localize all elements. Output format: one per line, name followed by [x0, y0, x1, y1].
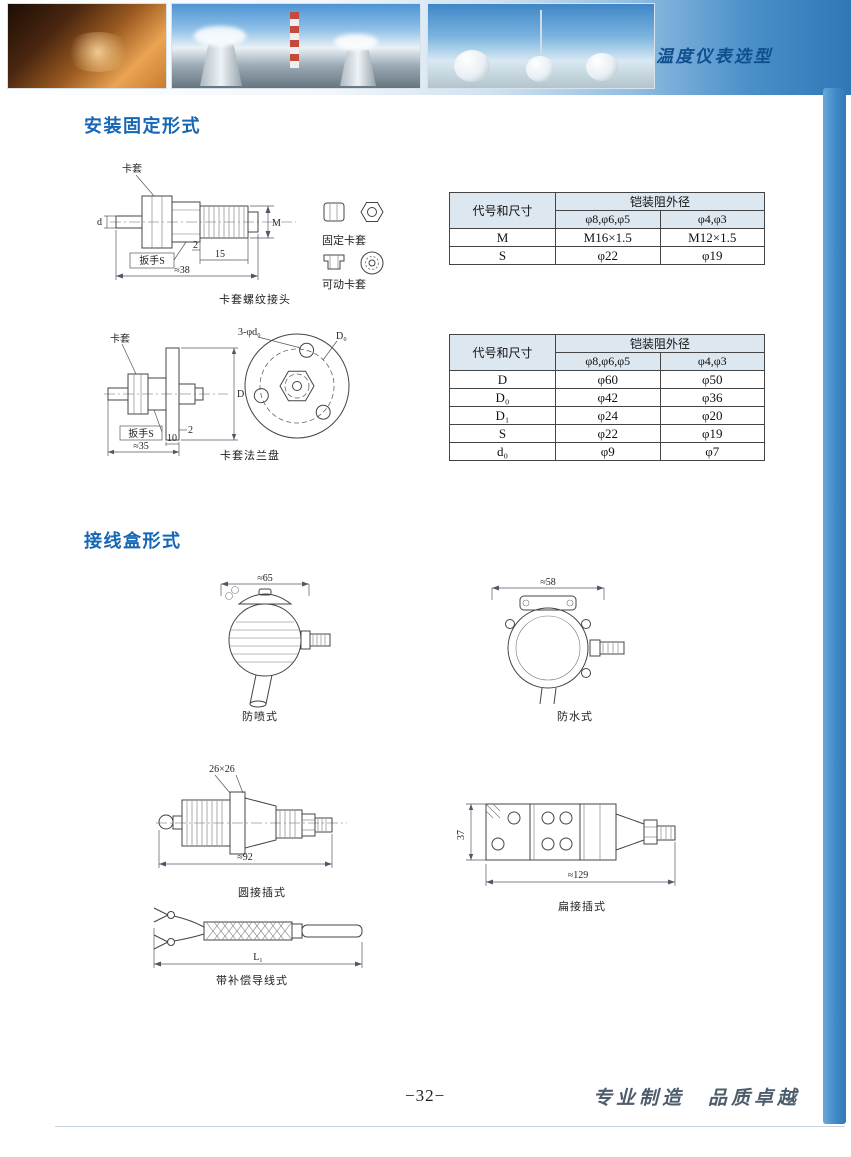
bolt-circle-label: D₀ [336, 331, 347, 342]
cooling-tower-shape [340, 50, 376, 86]
cell-value: φ42 [555, 388, 661, 407]
cell-code: D₀ [449, 388, 556, 407]
cell-code: M [449, 228, 556, 247]
steam-cloud [194, 26, 246, 46]
dim-square-label: 26×26 [209, 764, 235, 775]
thread-size-table: 代号和尺寸 铠装阻外径 φ8,φ6,φ5 φ4,φ3 M M16×1.5 M12… [449, 192, 765, 265]
page-header-title: 温度仪表选型 [656, 47, 773, 66]
dim-10-label: 10 [167, 433, 177, 444]
dim-overall-label: ≈38 [174, 265, 190, 276]
table2-subheader-2: φ4,φ3 [659, 352, 765, 371]
cell-value: φ24 [555, 406, 661, 425]
bolt-holes-label: 3-φd₀ [238, 327, 261, 338]
water-proof-drawing: ≈58 [491, 577, 625, 705]
photo-handshake [8, 4, 166, 88]
ferrule-joint-drawing: 卡套 扳手S d M 2 15 ≈38 [97, 162, 296, 280]
section-title-mounting: 安装固定形式 [84, 116, 201, 136]
ferrule-flange-caption: 卡套法兰盘 [220, 450, 280, 462]
dim-length-label: ≈129 [568, 870, 589, 881]
dim-length-label: ≈92 [237, 852, 253, 863]
table-row: D φ60 φ50 [449, 370, 765, 389]
steam-cloud [334, 34, 378, 50]
cell-code: d₀ [449, 442, 556, 461]
dim-width-label: ≈58 [540, 577, 556, 588]
photo-tank-farm [428, 4, 654, 88]
table-row: d₀ φ9 φ7 [449, 442, 765, 461]
dim-2-label: 2 [188, 425, 193, 436]
cell-code: S [449, 246, 556, 265]
spherical-tank-shape [454, 50, 490, 82]
dim-gap-label: 2 [193, 240, 198, 251]
table1-subheader-1: φ8,φ6,φ5 [555, 210, 661, 229]
ferrule-flange-front-drawing: 3-φd₀ D₀ [238, 327, 350, 439]
table-row: D₁ φ24 φ20 [449, 406, 765, 425]
spherical-tank-shape [586, 53, 618, 81]
mast-shape [540, 10, 542, 58]
table2-subheader-1: φ8,φ6,φ5 [555, 352, 661, 371]
handshake-highlight [63, 32, 133, 72]
dim-width-label: ≈65 [257, 573, 273, 584]
table-row: M M16×1.5 M12×1.5 [449, 228, 765, 247]
page-number: −32− [405, 1086, 446, 1105]
footer-rule [55, 1126, 845, 1127]
flat-plug-drawing: 37 ≈129 [456, 803, 676, 886]
cell-code: D₁ [449, 406, 556, 425]
cell-value: φ20 [659, 406, 765, 425]
water-proof-caption: 防水式 [557, 711, 593, 723]
table2-span-header: 铠装阻外径 [555, 334, 765, 353]
round-plug-caption: 圆接插式 [238, 887, 286, 899]
cell-value: φ60 [555, 370, 661, 389]
flat-plug-caption: 扁接插式 [558, 901, 606, 913]
splash-proof-caption: 防喷式 [242, 711, 278, 723]
table-row: S φ22 φ19 [449, 424, 765, 443]
round-plug-drawing: 26×26 ≈92 [156, 764, 347, 868]
dim-flange-label: D [237, 389, 244, 400]
cell-value: M12×1.5 [659, 228, 765, 247]
cell-value: φ50 [659, 370, 765, 389]
table2-col-header: 代号和尺寸 [449, 334, 556, 371]
spherical-tank-shape [526, 56, 554, 82]
dim-overall-label: ≈35 [133, 441, 149, 452]
dim-thread-label: M [272, 218, 281, 229]
dim-length-label: L₁ [253, 952, 263, 963]
table1-subheader-2: φ4,φ3 [659, 210, 765, 229]
table-row: D₀ φ42 φ36 [449, 388, 765, 407]
footer-slogan: 专业制造 品质卓越 [593, 1088, 801, 1109]
cell-code: S [449, 424, 556, 443]
cell-value: φ36 [659, 388, 765, 407]
dim-height-label: 37 [456, 830, 467, 840]
cell-value: φ22 [555, 246, 661, 265]
ferrule-joint-caption: 卡套螺纹接头 [219, 294, 291, 306]
dim-probe-label: d [97, 217, 102, 228]
movable-ferrule-label: 可动卡套 [322, 279, 366, 291]
cell-value: φ19 [659, 246, 765, 265]
table1-col-header: 代号和尺寸 [449, 192, 556, 229]
ferrule-type-icons [323, 202, 384, 275]
cell-value: M16×1.5 [555, 228, 661, 247]
ferrule-flange-side-drawing: 卡套 扳手S ≈35 10 2 D [104, 332, 244, 456]
section-title-junction: 接线盒形式 [84, 531, 182, 551]
cell-value: φ22 [555, 424, 661, 443]
fixed-ferrule-label: 固定卡套 [322, 235, 366, 247]
splash-proof-drawing: ≈65 [220, 573, 331, 708]
compensation-wire-drawing: L₁ [153, 907, 363, 968]
flange-size-table: 代号和尺寸 铠装阻外径 φ8,φ6,φ5 φ4,φ3 D φ60 φ50 D₀ … [449, 334, 765, 461]
table-row: S φ22 φ19 [449, 246, 765, 265]
table1-span-header: 铠装阻外径 [555, 192, 765, 211]
ferrule-label: 卡套 [122, 162, 142, 175]
photo-power-plant [172, 4, 420, 88]
dim-thread-length-label: 15 [215, 249, 225, 260]
cell-value: φ7 [659, 442, 765, 461]
wrench-label: 扳手S [139, 254, 165, 267]
cooling-tower-shape [200, 44, 242, 86]
cell-value: φ9 [555, 442, 661, 461]
top-banner: 温度仪表选型 [0, 0, 851, 95]
ferrule-label: 卡套 [110, 332, 130, 345]
compensation-wire-caption: 带补偿导线式 [216, 975, 288, 987]
cell-code: D [449, 370, 556, 389]
right-edge-bar [823, 88, 846, 1124]
chimney-shape [290, 12, 299, 68]
wrench-label: 扳手S [128, 427, 154, 440]
cell-value: φ19 [659, 424, 765, 443]
